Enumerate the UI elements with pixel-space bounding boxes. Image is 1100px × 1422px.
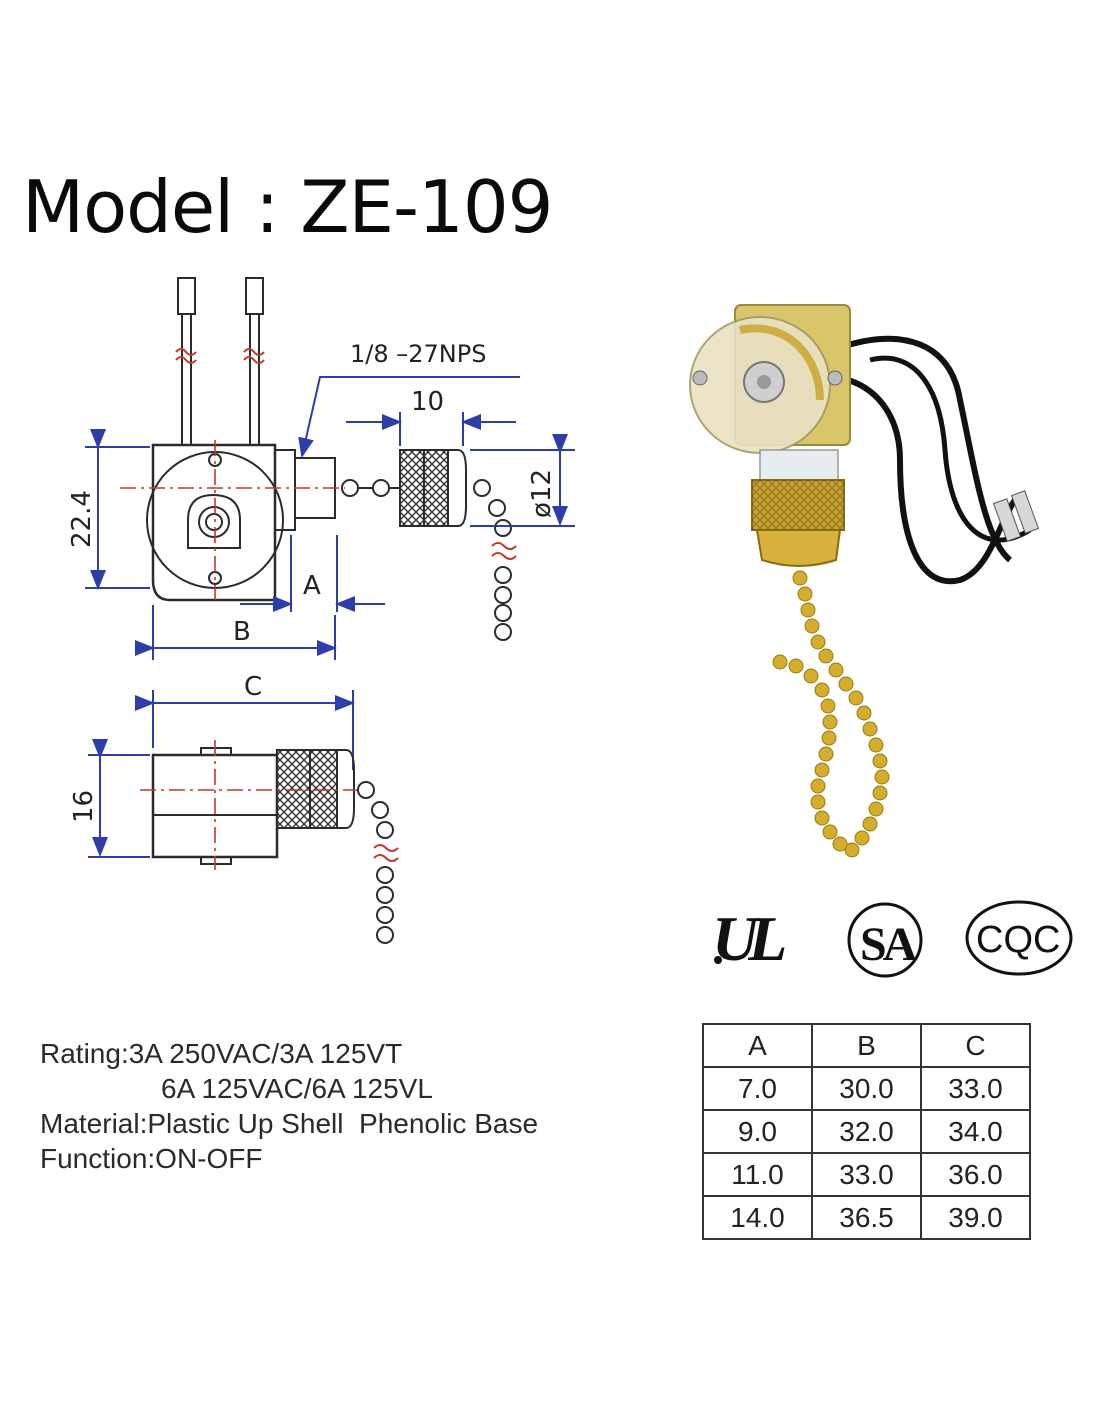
table-cell: 34.0	[920, 1109, 1031, 1154]
svg-text:CQC: CQC	[976, 919, 1060, 961]
csa-logo: SA	[847, 902, 923, 978]
wire-leads	[177, 277, 264, 445]
model-title: Model : ZE-109	[22, 165, 553, 249]
material-value: Plastic Up Shell Phenolic Base	[147, 1108, 539, 1139]
material-label: Material:	[40, 1108, 148, 1139]
pull-chain	[341, 479, 512, 641]
table-header-b: B	[811, 1023, 922, 1068]
ul-logo: UL	[712, 903, 795, 974]
dim-a-label: A	[303, 571, 321, 601]
rating-line-1: 3A 250VAC/3A 125VT	[128, 1038, 403, 1069]
function-value: ON-OFF	[155, 1143, 263, 1174]
specifications: Rating: 3A 250VAC/3A 125VT 6A 125VAC/6A …	[40, 1036, 538, 1176]
dim-22-4-label: 22.4	[67, 490, 97, 548]
table-cell: 7.0	[702, 1066, 813, 1111]
side-view: C 16	[69, 672, 399, 944]
front-view: 1/8 –27NPS 10 22.4 ø12 A B	[67, 277, 575, 660]
switch-body	[151, 443, 277, 602]
rating-line-2: 6A 125VAC/6A 125VL	[161, 1073, 433, 1104]
rating-label: Rating:	[40, 1038, 129, 1069]
table-row: 9.0 32.0 34.0	[702, 1109, 1031, 1154]
dim-16-label: 16	[69, 790, 99, 823]
table-row: 11.0 33.0 36.0	[702, 1152, 1031, 1197]
product-photo	[689, 304, 1040, 858]
table-cell: 33.0	[811, 1152, 922, 1197]
thread-label: 1/8 –27NPS	[350, 340, 486, 368]
table-cell: 11.0	[702, 1152, 813, 1197]
dim-b-label: B	[233, 617, 251, 647]
dim-c-label: C	[244, 672, 262, 702]
certification-logos: UL SA CQC	[712, 900, 1073, 978]
table-cell: 9.0	[702, 1109, 813, 1154]
function-label: Function:	[40, 1143, 156, 1174]
table-cell: 36.0	[920, 1152, 1031, 1197]
dim-12-label: ø12	[527, 469, 557, 518]
table-cell: 32.0	[811, 1109, 922, 1154]
table-header-a: A	[702, 1023, 813, 1068]
table-cell: 36.5	[811, 1195, 922, 1240]
table-cell: 39.0	[920, 1195, 1031, 1240]
dim-10-label: 10	[411, 387, 444, 417]
table-header-c: C	[920, 1023, 1031, 1068]
table-cell: 33.0	[920, 1066, 1031, 1111]
cqc-logo: CQC	[965, 900, 1073, 976]
svg-text:SA: SA	[860, 918, 918, 971]
table-cell: 30.0	[811, 1066, 922, 1111]
table-row: 14.0 36.5 39.0	[702, 1195, 1031, 1240]
dimension-table: A B C 7.0 30.0 33.0 9.0 32.0 34.0 11.0 3…	[702, 1023, 1031, 1240]
svg-text:UL: UL	[712, 903, 785, 974]
table-cell: 14.0	[702, 1195, 813, 1240]
table-header-row: A B C	[702, 1023, 1031, 1068]
table-row: 7.0 30.0 33.0	[702, 1066, 1031, 1111]
